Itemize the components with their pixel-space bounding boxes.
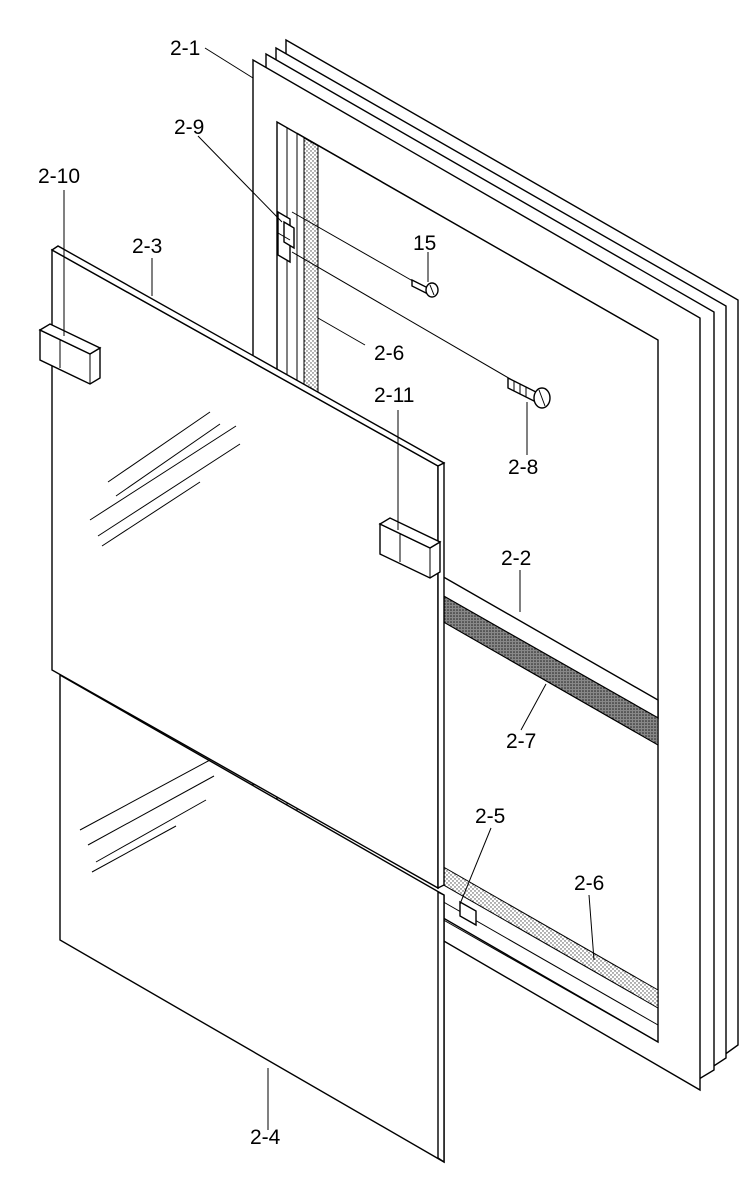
label-2-11: 2-11 [374,384,414,407]
lower-sash-glass [59,673,445,1164]
label-2-3: 2-3 [132,235,162,258]
latch-2-11 [378,517,442,579]
part-labels: 2-1 2-9 2-10 2-3 15 2-6 2-11 2-8 2-2 2-7… [38,37,604,1149]
label-2-6-top: 2-6 [374,342,404,365]
label-2-6-bottom: 2-6 [574,872,604,895]
label-2-4: 2-4 [250,1126,281,1149]
label-2-2: 2-2 [501,547,531,570]
label-2-5: 2-5 [475,805,505,828]
label-2-7: 2-7 [506,730,536,753]
vertical-gasket-strip [303,137,319,401]
label-2-10: 2-10 [38,165,80,188]
lock-bracket [277,210,295,264]
label-2-9: 2-9 [174,116,204,139]
label-2-8: 2-8 [508,456,538,479]
upper-sash-glass [50,245,446,890]
label-15: 15 [413,232,436,255]
label-2-1: 2-1 [170,37,200,60]
leader-lines [63,47,595,1130]
screw-2-8 [291,251,551,409]
latch-2-10 [38,323,102,385]
screw-15 [291,211,439,298]
